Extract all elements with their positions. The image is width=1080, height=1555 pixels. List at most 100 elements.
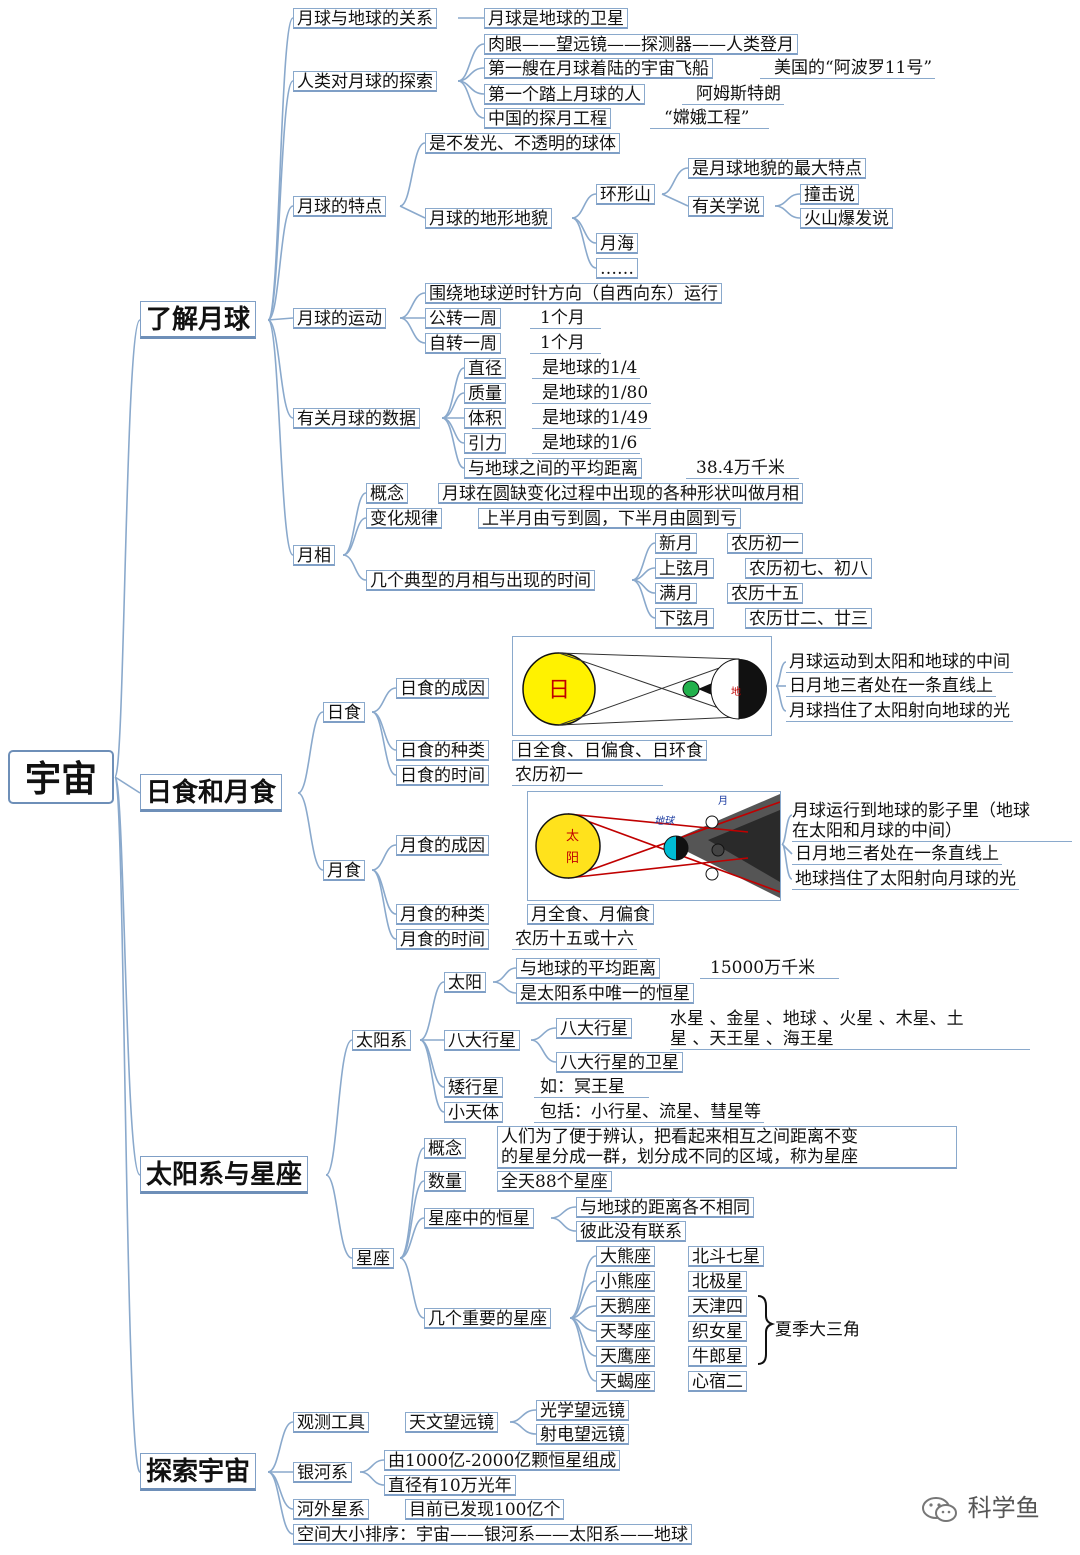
node-constellation[interactable]: 星座: [352, 1248, 394, 1269]
node-first-quarter-time[interactable]: 农历初七、初八: [745, 558, 872, 579]
node-eight-planets-sub[interactable]: 八大行星: [556, 1018, 632, 1039]
text-lunar-cause-1a: 月球运行到地球的影子里（地球: [792, 801, 1030, 821]
node-polaris[interactable]: 北极星: [688, 1271, 747, 1292]
node-constellation-count[interactable]: 数量: [424, 1171, 466, 1192]
node-sun-distance[interactable]: 与地球的平均距离: [516, 958, 660, 979]
node-moon-features[interactable]: 月球的特点: [293, 196, 386, 217]
node-lunar-kinds-value[interactable]: 月全食、月偏食: [527, 904, 654, 925]
node-eight-planets[interactable]: 八大行星: [444, 1030, 520, 1051]
node-maria[interactable]: 月海: [596, 233, 638, 254]
node-vega[interactable]: 织女星: [688, 1321, 747, 1342]
root-node[interactable]: 宇宙: [8, 750, 114, 804]
node-moon-relation[interactable]: 月球与地球的关系: [293, 8, 437, 29]
node-altair[interactable]: 牛郎星: [688, 1346, 747, 1367]
node-milky-way-diameter[interactable]: 直径有10万光年: [384, 1475, 516, 1496]
node-phase-rule-value[interactable]: 上半月由亏到圆，下半月由圆到亏: [478, 508, 741, 529]
text-constellation-definition-a: 人们为了便于辨认，把看起来相互之间距离不变: [501, 1127, 858, 1147]
watermark: 科学鱼: [920, 1488, 1040, 1524]
node-lyra[interactable]: 天琴座: [596, 1321, 655, 1342]
node-solar-eclipse[interactable]: 日食: [323, 702, 365, 723]
node-ursa-minor[interactable]: 小熊座: [596, 1271, 655, 1292]
node-small-bodies[interactable]: 小天体: [444, 1102, 503, 1123]
node-solar-time[interactable]: 日食的时间: [396, 765, 489, 786]
node-extragalactic-count[interactable]: 目前已发现100亿个: [405, 1499, 565, 1520]
node-volcano-theory[interactable]: 火山爆发说: [800, 208, 893, 229]
node-important-constellations[interactable]: 几个重要的星座: [424, 1308, 551, 1329]
node-cygnus[interactable]: 天鹅座: [596, 1296, 655, 1317]
node-no-connection[interactable]: 彼此没有联系: [576, 1221, 686, 1242]
node-volume[interactable]: 体积: [464, 408, 506, 429]
node-solar-cause[interactable]: 日食的成因: [396, 678, 489, 699]
node-constellation-count-value[interactable]: 全天88个星座: [497, 1171, 612, 1192]
node-opaque-sphere[interactable]: 是不发光、不透明的球体: [425, 133, 620, 154]
node-impact-theory[interactable]: 撞击说: [800, 184, 859, 205]
node-sun[interactable]: 太阳: [444, 972, 486, 993]
node-ellipsis[interactable]: ……: [596, 258, 638, 279]
node-milky-way[interactable]: 银河系: [293, 1462, 352, 1483]
node-new-moon-time[interactable]: 农历初一: [727, 533, 803, 554]
node-moon-motion[interactable]: 月球的运动: [293, 308, 386, 329]
node-lunar-time[interactable]: 月食的时间: [396, 929, 489, 950]
node-antares[interactable]: 心宿二: [688, 1371, 747, 1392]
node-full-moon-time[interactable]: 农历十五: [727, 583, 803, 604]
node-milky-way-stars[interactable]: 由1000亿-2000亿颗恒星组成: [384, 1450, 621, 1471]
node-first-spacecraft[interactable]: 第一艘在月球着陆的宇宙飞船: [484, 58, 713, 79]
branch-solar-system[interactable]: 太阳系与星座: [140, 1156, 309, 1194]
node-phase-rule[interactable]: 变化规律: [366, 508, 442, 529]
node-size-order[interactable]: 空间大小排序：宇宙——银河系——太阳系——地球: [293, 1524, 692, 1545]
node-moon-phase[interactable]: 月相: [293, 545, 335, 566]
branch-eclipse[interactable]: 日食和月食: [140, 774, 283, 812]
node-lunar-kinds[interactable]: 月食的种类: [396, 904, 489, 925]
node-extragalactic[interactable]: 河外星系: [293, 1499, 369, 1520]
node-lunar-cause[interactable]: 月食的成因: [396, 835, 489, 856]
node-orbit-direction[interactable]: 围绕地球逆时针方向（自西向东）运行: [425, 283, 722, 304]
node-optical-telescope[interactable]: 光学望远镜: [536, 1400, 629, 1421]
node-new-moon[interactable]: 新月: [655, 533, 697, 554]
node-telescope[interactable]: 天文望远镜: [405, 1412, 498, 1433]
node-aquila[interactable]: 天鹰座: [596, 1346, 655, 1367]
node-different-distances[interactable]: 与地球的距离各不相同: [576, 1197, 754, 1218]
text-diameter-value: 是地球的1/4: [532, 358, 641, 379]
node-solar-kinds-value[interactable]: 日全食、日偏食、日环食: [512, 740, 707, 761]
node-china-program[interactable]: 中国的探月工程: [484, 108, 611, 129]
node-mass[interactable]: 质量: [464, 383, 506, 404]
node-dwarf-planet[interactable]: 矮行星: [444, 1077, 503, 1098]
node-typical-phases[interactable]: 几个典型的月相与出现的时间: [366, 570, 595, 591]
node-scorpius[interactable]: 天蝎座: [596, 1371, 655, 1392]
node-moon-data[interactable]: 有关月球的数据: [293, 408, 420, 429]
node-moon-relation-value[interactable]: 月球是地球的卫星: [484, 8, 628, 29]
node-phase-concept[interactable]: 概念: [366, 483, 408, 504]
node-solar-system[interactable]: 太阳系: [352, 1030, 411, 1051]
node-lunar-eclipse[interactable]: 月食: [323, 860, 365, 881]
node-full-moon[interactable]: 满月: [655, 583, 697, 604]
node-phase-concept-value[interactable]: 月球在圆缺变化过程中出现的各种形状叫做月相: [438, 483, 803, 504]
branch-moon[interactable]: 了解月球: [140, 301, 257, 339]
node-first-person[interactable]: 第一个踏上月球的人: [484, 84, 645, 105]
branch-explore[interactable]: 探索宇宙: [140, 1453, 257, 1491]
node-theories[interactable]: 有关学说: [688, 196, 764, 217]
node-crater-feature[interactable]: 是月球地貌的最大特点: [688, 158, 866, 179]
node-deneb[interactable]: 天津四: [688, 1296, 747, 1317]
node-planet-satellites[interactable]: 八大行星的卫星: [556, 1052, 683, 1073]
node-revolution[interactable]: 公转一周: [425, 308, 501, 329]
node-distance[interactable]: 与地球之间的平均距离: [464, 458, 642, 479]
node-terrain[interactable]: 月球的地形地貌: [425, 208, 552, 229]
node-observation-tools[interactable]: 观测工具: [293, 1412, 369, 1433]
node-crater[interactable]: 环形山: [596, 184, 655, 205]
node-constellation-concept[interactable]: 概念: [424, 1138, 466, 1159]
node-gravity[interactable]: 引力: [464, 433, 506, 454]
node-diameter[interactable]: 直径: [464, 358, 506, 379]
node-ursa-major[interactable]: 大熊座: [596, 1246, 655, 1267]
node-rotation[interactable]: 自转一周: [425, 333, 501, 354]
node-big-dipper[interactable]: 北斗七星: [688, 1246, 764, 1267]
node-moon-exploration[interactable]: 人类对月球的探索: [293, 71, 437, 92]
node-last-quarter-time[interactable]: 农历廿二、廿三: [745, 608, 872, 629]
node-solar-kinds[interactable]: 日食的种类: [396, 740, 489, 761]
node-constellation-definition[interactable]: 人们为了便于辨认，把看起来相互之间距离不变的星星分成一群，划分成不同的区域，称为…: [497, 1126, 957, 1169]
node-first-quarter[interactable]: 上弦月: [655, 558, 714, 579]
node-constellation-stars[interactable]: 星座中的恒星: [424, 1208, 534, 1229]
node-radio-telescope[interactable]: 射电望远镜: [536, 1424, 629, 1445]
node-exploration-stages[interactable]: 肉眼——望远镜——探测器——人类登月: [484, 34, 798, 55]
node-last-quarter[interactable]: 下弦月: [655, 608, 714, 629]
node-only-star[interactable]: 是太阳系中唯一的恒星: [516, 983, 694, 1004]
